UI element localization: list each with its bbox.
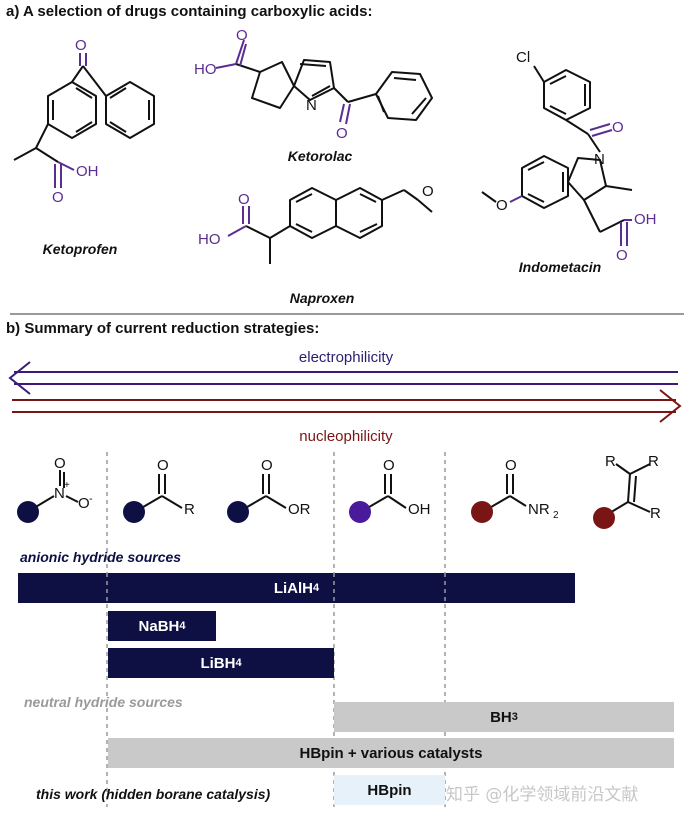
bar-hbpin-this-work: HBpin — [334, 775, 445, 805]
functional-groups: N + O O - O R O OR O OH O NR 2 R R R — [17, 453, 661, 529]
group-acid-dot — [349, 501, 371, 523]
drug-structures: O OH O O HO O O HO O OH O N O N Cl O — [13, 27, 657, 264]
drug-name-indometacin: Indometacin — [518, 259, 602, 275]
drug-name-ketoprofen: Ketoprofen — [42, 241, 118, 257]
ketoprofen-oh: OH — [76, 163, 99, 180]
indometacin-o-methoxy: O — [496, 197, 508, 214]
acid-oh: OH — [408, 501, 431, 518]
ketoprofen-o2: O — [52, 189, 64, 206]
reactivity-arrows — [8, 361, 682, 423]
alkene-r3: R — [650, 505, 661, 522]
watermark: 知乎 @化学领域前沿文献 — [446, 785, 639, 805]
ketorolac-ho: HO — [194, 61, 217, 78]
electrophilicity-label: electrophilicity — [298, 349, 394, 366]
bar-dividers — [106, 573, 446, 603]
nitro-minus: - — [89, 493, 93, 505]
ketoprofen-ring-1 — [47, 81, 97, 139]
ketone-r: R — [184, 501, 195, 518]
indometacin-o2: O — [616, 247, 628, 264]
indometacin-n: N — [594, 151, 605, 168]
anionic-hydride-label: anionic hydride sources — [20, 549, 182, 565]
ketorolac-o2: O — [336, 125, 348, 142]
nucleophilicity-arrowhead — [659, 389, 682, 423]
section-a-title: a) A selection of drugs containing carbo… — [6, 3, 373, 20]
bar-hbpin-catalysts: HBpin + various catalysts — [108, 738, 674, 768]
section-b-title: b) Summary of current reduction strategi… — [6, 320, 320, 337]
acid-o: O — [383, 457, 395, 474]
group-alkene-dot — [593, 507, 615, 529]
column-dividers — [106, 452, 446, 807]
section-divider — [10, 313, 684, 315]
nitro-n: N — [54, 485, 65, 502]
indometacin-cl: Cl — [516, 49, 530, 66]
nitro-plus: + — [64, 480, 70, 491]
ketorolac-n: N — [306, 97, 317, 114]
naproxen-ho: HO — [198, 231, 221, 248]
indometacin-o: O — [612, 119, 624, 136]
ketoprofen-o: O — [75, 37, 87, 54]
electrophilicity-arrowhead — [8, 361, 31, 395]
nitro-o2: O — [78, 495, 90, 512]
indometacin-oh: OH — [634, 211, 657, 228]
group-ester-dot — [227, 501, 249, 523]
drug-name-naproxen: Naproxen — [289, 290, 355, 306]
drug-name-ketorolac: Ketorolac — [287, 148, 353, 164]
amide-nr: NR — [528, 501, 550, 518]
alkene-r2: R — [648, 453, 659, 470]
amide-o: O — [505, 457, 517, 474]
nitro-o1: O — [54, 455, 66, 472]
naproxen-o: O — [238, 191, 250, 208]
nucleophilicity-label: nucleophilicity — [299, 428, 393, 445]
ester-or: OR — [288, 501, 311, 518]
group-amide-dot — [471, 501, 493, 523]
group-nitro-dot — [17, 501, 39, 523]
this-work-label: this work (hidden borane catalysis) — [36, 786, 271, 802]
neutral-hydride-label: neutral hydride sources — [24, 694, 183, 710]
alkene-r1: R — [605, 453, 616, 470]
ketone-o: O — [157, 457, 169, 474]
ester-o: O — [261, 457, 273, 474]
ketorolac-o: O — [236, 27, 248, 44]
amide-sub: 2 — [553, 510, 559, 521]
group-ketone-dot — [123, 501, 145, 523]
ketoprofen-ring-2 — [105, 81, 155, 139]
naproxen-o-methoxy: O — [422, 183, 434, 200]
